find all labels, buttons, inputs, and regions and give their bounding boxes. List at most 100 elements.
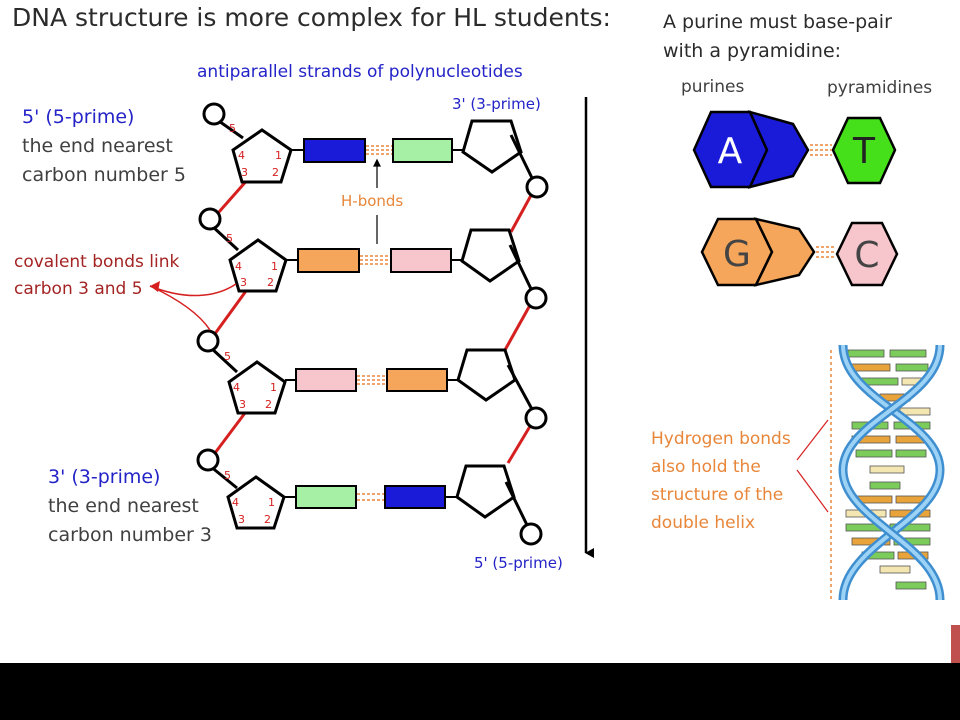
svg-text:1: 1 bbox=[270, 381, 277, 394]
svg-text:2: 2 bbox=[264, 513, 271, 526]
hydrogen-note-line1: Hydrogen bonds bbox=[651, 429, 791, 449]
svg-text:4: 4 bbox=[233, 381, 240, 394]
slide-edge-accent bbox=[951, 625, 960, 663]
adenine-letter: A bbox=[718, 131, 743, 172]
hydrogen-note-pointers bbox=[796, 419, 829, 513]
phosphate-link bbox=[504, 481, 530, 528]
sugar-pentagon bbox=[231, 128, 293, 184]
page-title: DNA structure is more complex for HL stu… bbox=[12, 3, 611, 32]
covalent-line2: carbon 3 and 5 bbox=[14, 279, 143, 299]
phosphate-circle bbox=[524, 406, 548, 430]
right-nucleotides bbox=[455, 119, 549, 546]
svg-text:1: 1 bbox=[271, 260, 278, 273]
svg-text:5: 5 bbox=[224, 350, 231, 363]
five-prime-end-note: 5' (5-prime) the end nearest carbon numb… bbox=[22, 103, 186, 190]
covalent-line1: covalent bonds link bbox=[14, 252, 180, 272]
cytosine-hexagon bbox=[835, 221, 899, 287]
sugar-pentagon bbox=[456, 348, 517, 402]
svg-text:2: 2 bbox=[265, 398, 272, 411]
sugar-pentagon bbox=[228, 238, 288, 293]
svg-text:4: 4 bbox=[232, 496, 239, 509]
base-pair-rule-line2: with a pyramidine: bbox=[663, 40, 842, 62]
left-bases bbox=[284, 138, 366, 509]
phosphate-link bbox=[209, 464, 238, 490]
svg-text:1: 1 bbox=[275, 149, 282, 162]
guanine-block bbox=[297, 248, 360, 273]
cytosine-letter: C bbox=[854, 235, 879, 276]
right-bases bbox=[384, 138, 463, 509]
phosphate-link bbox=[210, 224, 240, 252]
svg-text:5: 5 bbox=[224, 469, 231, 482]
right-strand-top-label: 3' (3-prime) bbox=[452, 95, 541, 113]
hydrogen-bond-dashes bbox=[357, 145, 392, 501]
guanine-cytosine-pair bbox=[700, 217, 899, 287]
pair-hbond-dashes bbox=[810, 144, 836, 258]
svg-text:2: 2 bbox=[267, 276, 274, 289]
left-nucleotides bbox=[196, 102, 293, 530]
carbon-numbers: 5 4 3 2 1 5 4 3 2 1 5 4 3 2 1 5 4 3 2 1 bbox=[224, 122, 282, 526]
phosphate-link bbox=[506, 364, 535, 412]
phosphate-link bbox=[208, 345, 239, 374]
cytosine-block bbox=[390, 248, 452, 273]
phosphate-circle bbox=[525, 175, 549, 199]
svg-text:5: 5 bbox=[229, 122, 236, 135]
adenine-block bbox=[303, 138, 366, 163]
covalent-bond-note: covalent bonds link carbon 3 and 5 bbox=[14, 249, 179, 303]
hydrogen-note-line4: double helix bbox=[651, 513, 756, 533]
three-prime-label: 3' (3-prime) bbox=[48, 466, 161, 488]
svg-text:1: 1 bbox=[268, 496, 275, 509]
bottom-black-bar bbox=[0, 663, 960, 720]
base-letters: A T G C bbox=[718, 131, 880, 276]
five-prime-line2: carbon number 5 bbox=[22, 164, 186, 186]
svg-text:2: 2 bbox=[272, 166, 279, 179]
three-prime-line1: the end nearest bbox=[48, 495, 199, 517]
guanine-block bbox=[386, 368, 448, 392]
pyramidines-label: pyramidines bbox=[827, 78, 933, 98]
antiparallel-label: antiparallel strands of polynucleotides bbox=[197, 62, 523, 82]
covalent-pointer bbox=[149, 281, 237, 331]
sugar-pentagon bbox=[455, 464, 516, 519]
hydrogen-bond-note: Hydrogen bonds also hold the structure o… bbox=[651, 425, 791, 537]
three-prime-end-note: 3' (3-prime) the end nearest carbon numb… bbox=[48, 463, 212, 550]
purines-label: purines bbox=[681, 77, 745, 97]
three-prime-line2: carbon number 3 bbox=[48, 524, 212, 546]
phosphate-circle bbox=[202, 102, 226, 126]
sugar-pentagon bbox=[460, 228, 521, 283]
double-helix bbox=[830, 344, 945, 601]
adenine-thymine-pair bbox=[692, 110, 897, 189]
five-prime-label: 5' (5-prime) bbox=[22, 106, 135, 128]
thymine-block bbox=[295, 485, 357, 509]
five-prime-line1: the end nearest bbox=[22, 135, 173, 157]
phosphate-link bbox=[509, 134, 535, 181]
thymine-letter: T bbox=[852, 131, 876, 172]
phosphate-circle bbox=[519, 522, 543, 546]
svg-text:3: 3 bbox=[239, 398, 246, 411]
guanine-letter: G bbox=[723, 234, 751, 275]
h-bonds-pointers bbox=[373, 158, 381, 244]
phosphate-circle bbox=[196, 329, 220, 353]
adenine-block bbox=[384, 485, 446, 509]
svg-text:3: 3 bbox=[238, 513, 245, 526]
svg-text:3: 3 bbox=[241, 166, 248, 179]
right-strand-bottom-label: 5' (5-prime) bbox=[474, 554, 563, 572]
thymine-block bbox=[392, 138, 453, 163]
hydrogen-note-line2: also hold the bbox=[651, 457, 761, 477]
svg-text:4: 4 bbox=[235, 260, 242, 273]
sugar-pentagon bbox=[226, 475, 286, 530]
svg-text:5: 5 bbox=[226, 232, 233, 245]
base-pair-rule: A purine must base-pair with a pyramidin… bbox=[663, 8, 892, 66]
guanine-pentagon bbox=[753, 217, 816, 287]
phosphate-circle bbox=[198, 207, 222, 231]
phosphate-link bbox=[508, 244, 534, 292]
sugar-pentagon bbox=[461, 119, 523, 174]
thymine-hexagon bbox=[831, 116, 897, 185]
base-pair-rule-line1: A purine must base-pair bbox=[663, 11, 892, 33]
phosphate-circle bbox=[524, 286, 548, 310]
svg-text:4: 4 bbox=[238, 149, 245, 162]
cytosine-block bbox=[295, 368, 357, 392]
svg-text:3: 3 bbox=[240, 276, 247, 289]
sugar-pentagon bbox=[227, 360, 287, 415]
phosphate-circle bbox=[196, 448, 220, 472]
adenine-pentagon bbox=[747, 110, 810, 189]
